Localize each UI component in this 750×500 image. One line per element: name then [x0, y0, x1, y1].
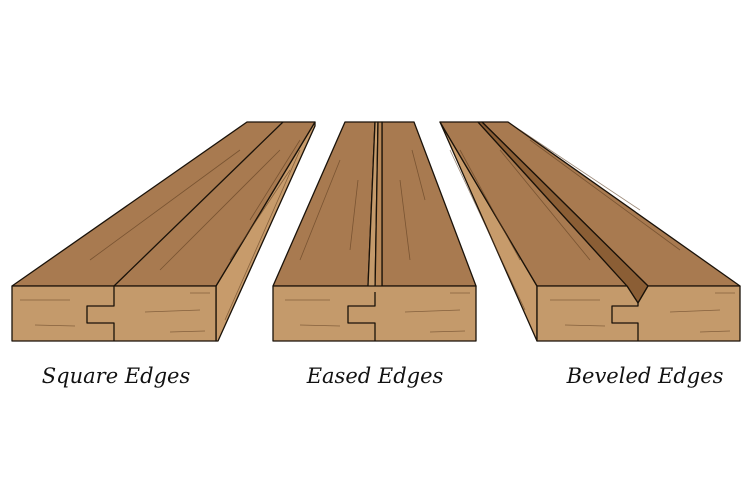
label-eased-edges: Eased Edges: [306, 364, 444, 388]
board-eased-edges: [272, 121, 477, 342]
tongue-groove-joint: [347, 292, 376, 341]
board-square-edges: [11, 121, 316, 342]
tongue-groove-joint: [611, 303, 639, 341]
label-square-edges: Square Edges: [41, 364, 191, 388]
board-seam-line: [113, 121, 284, 287]
tongue-groove-joint: [86, 286, 115, 341]
board-beveled-edges: [439, 121, 741, 342]
label-beveled-edges: Beveled Edges: [566, 364, 724, 388]
